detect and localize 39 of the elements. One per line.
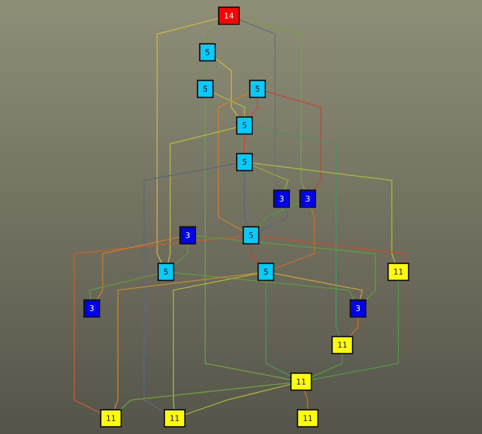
connector <box>251 126 340 338</box>
connector <box>166 126 237 264</box>
connector <box>257 202 300 228</box>
connector <box>194 236 376 301</box>
connector <box>310 280 398 380</box>
connector <box>156 18 219 264</box>
connector <box>251 162 396 264</box>
connector <box>272 206 314 270</box>
connector <box>113 272 258 410</box>
connector <box>172 243 188 266</box>
connector <box>204 60 206 81</box>
connector <box>264 280 292 377</box>
connector <box>204 96 292 380</box>
connector <box>258 206 288 232</box>
connector <box>212 92 245 118</box>
connector <box>238 18 305 191</box>
connector <box>310 353 342 378</box>
connector <box>217 92 250 232</box>
connector <box>73 236 244 414</box>
connector <box>143 163 237 413</box>
connector <box>96 236 180 300</box>
connector <box>172 272 258 410</box>
connector <box>258 236 406 264</box>
connector <box>214 58 238 118</box>
connector <box>251 164 288 191</box>
connector <box>119 382 292 410</box>
connector <box>250 96 258 118</box>
connector <box>88 273 158 300</box>
connector <box>250 243 260 264</box>
connector <box>244 134 245 154</box>
connector <box>172 272 354 300</box>
connector <box>348 316 358 338</box>
connector <box>244 170 248 228</box>
connector <box>303 390 308 410</box>
connector <box>264 90 321 191</box>
connector <box>272 272 362 300</box>
connector <box>206 24 220 44</box>
connector <box>184 384 292 416</box>
connector <box>238 19 279 191</box>
